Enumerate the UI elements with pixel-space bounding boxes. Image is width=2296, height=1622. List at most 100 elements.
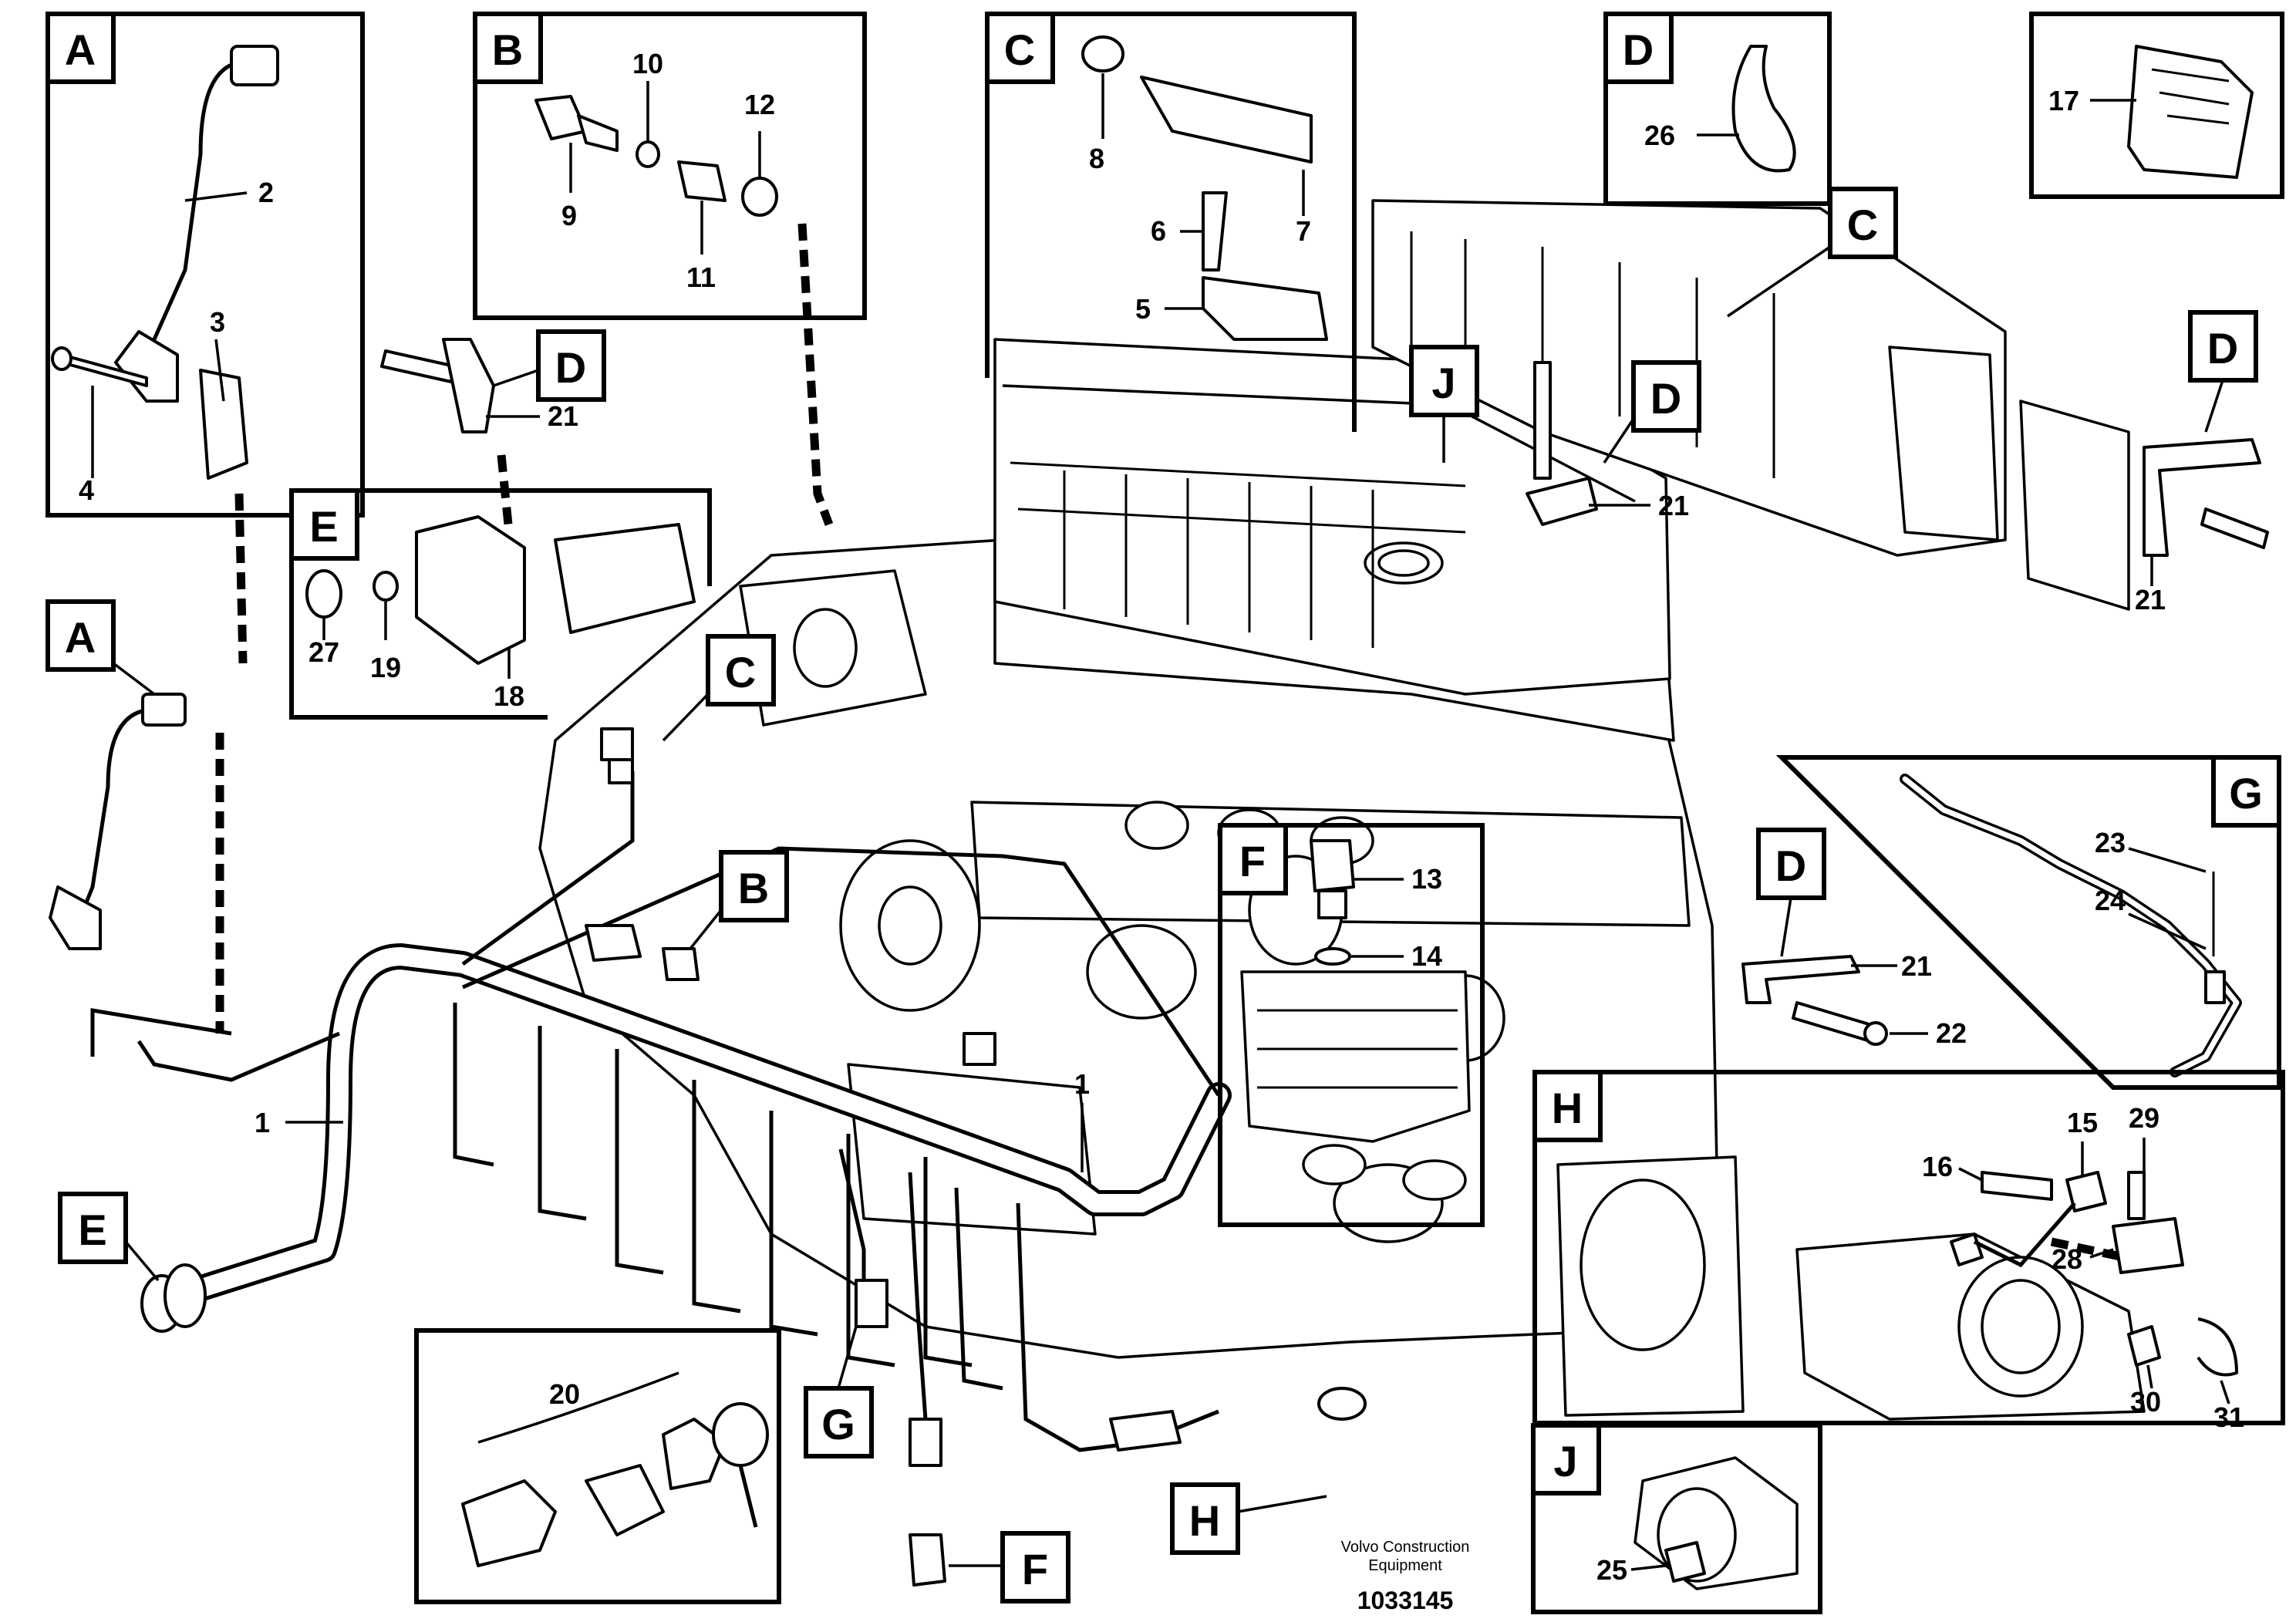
part-number-17: 17	[2048, 85, 2079, 116]
part-number-19: 19	[370, 652, 401, 683]
part-number-13: 13	[1411, 863, 1442, 895]
screw-6	[1202, 191, 1228, 271]
clip-30	[2127, 1325, 2161, 1367]
detail-box-17: 17	[2029, 12, 2284, 199]
part-number-1-left: 1	[255, 1107, 270, 1138]
box-d-letter-top: D	[1623, 25, 1654, 74]
bracket-21-right	[2143, 438, 2261, 557]
credit-line-2: Equipment	[1368, 1557, 1442, 1574]
box-h-letter: G	[2229, 769, 2263, 818]
part-number-26: 26	[1644, 120, 1675, 151]
part-number-6: 6	[1151, 215, 1166, 247]
box-c-letter: C	[1004, 25, 1035, 74]
box-d-letter-left: D	[555, 343, 586, 392]
credit-line-1: Volvo Construction	[1341, 1539, 1470, 1556]
part-number-11: 11	[686, 261, 716, 293]
detail-box-a: A 2 3 4	[46, 12, 365, 518]
detail-box-e: E 27 19 18	[289, 488, 712, 720]
part-number-12: 12	[744, 89, 775, 120]
pressure-sensor-5	[1202, 276, 1328, 341]
publisher-credit: Volvo Construction Equipment 1033145	[1341, 1539, 1470, 1614]
connector-plug	[461, 1479, 557, 1567]
detail-box-b: B 10 9 11 12	[473, 12, 867, 320]
screw-29	[2127, 1171, 2146, 1220]
box-g-letter: H	[1552, 1084, 1583, 1132]
part-number-8: 8	[1089, 143, 1104, 174]
box-b-letter-mid: B	[738, 864, 769, 912]
part-number-28: 28	[2052, 1243, 2082, 1275]
box-b-letter: B	[492, 25, 523, 74]
section-c-mid-callout: C	[662, 634, 776, 742]
part-number-5: 5	[1135, 293, 1151, 325]
box-d-letter-right: D	[2207, 324, 2238, 373]
box-c-letter-mid: C	[725, 648, 756, 696]
part-number-3: 3	[210, 306, 225, 338]
document-number: 1033145	[1357, 1587, 1454, 1614]
nut-19	[373, 571, 399, 602]
part-number-21-left: 21	[548, 400, 578, 432]
part-number-14: 14	[1411, 940, 1442, 972]
bracket-21-mid	[1526, 477, 1598, 526]
box-c-letter-manifold: C	[1847, 201, 1878, 249]
harness-label-1-centre: 1	[1074, 1068, 1090, 1172]
speed-sensor-connector	[230, 45, 279, 86]
sensor-bracket	[199, 369, 248, 480]
box-j-letter-bottom: J	[1553, 1437, 1577, 1485]
section-a-sensor-callout: A	[46, 599, 187, 950]
grommet-8	[1081, 35, 1124, 73]
block-28	[2112, 1217, 2184, 1274]
cable-tie-26	[1731, 45, 1796, 173]
connector-body	[585, 1464, 665, 1536]
sensor-a	[49, 885, 102, 950]
part-number-21-mid: 21	[1658, 490, 1689, 521]
detail-box-j: J 25	[1531, 1423, 1822, 1614]
part-number-24: 24	[2095, 885, 2126, 916]
bracket-7	[1140, 76, 1313, 164]
part-number-29: 29	[2129, 1102, 2159, 1134]
washer-12	[741, 177, 778, 217]
detail-box-d-top: D 26	[1603, 12, 1832, 206]
pressure-sensor-13	[1310, 839, 1355, 892]
detail-box-h: G 23 24	[1775, 755, 2281, 1090]
part-number-9: 9	[561, 200, 577, 231]
washer-10	[636, 140, 660, 168]
adapter-11	[677, 160, 727, 202]
control-unit-17	[2127, 45, 2254, 179]
speed-sensor	[114, 330, 179, 403]
box-f-letter-bottom: F	[1022, 1545, 1048, 1593]
gasket-plate	[554, 523, 696, 634]
box-a-letter-left: A	[65, 613, 96, 662]
bracket-18	[415, 515, 526, 665]
part-number-16: 16	[1922, 1151, 1953, 1182]
sensor-15	[2065, 1171, 2107, 1212]
section-j-and-d-callouts: J D 21	[1409, 345, 1701, 526]
part-number-4: 4	[79, 474, 94, 506]
cap-25	[1664, 1541, 1706, 1583]
bracket-21-left-callout: D 21	[380, 329, 606, 433]
cap-27	[305, 569, 342, 619]
part-number-25: 25	[1596, 1554, 1627, 1586]
box-h-letter-bottom: G	[821, 1400, 855, 1448]
box-d-letter-mid: D	[1650, 374, 1681, 423]
box-d-letter-lower: D	[1775, 841, 1806, 890]
main-wiring-harness	[90, 727, 1367, 1467]
seal-14	[1314, 947, 1351, 966]
bolt-21-mid	[1533, 361, 1552, 480]
part-number-30: 30	[2130, 1386, 2161, 1418]
part-number-21-right: 21	[2135, 584, 2166, 615]
section-d-right-callout: D 21 22	[1741, 828, 1967, 1049]
box-j-letter: J	[1431, 359, 1455, 407]
part-number-18: 18	[494, 680, 524, 712]
part-number-10: 10	[632, 48, 663, 79]
connector-socket	[662, 1418, 727, 1490]
box-e-letter-left: E	[78, 1206, 106, 1254]
box-f-letter: F	[1239, 837, 1266, 885]
sensor-f-bottom	[909, 1533, 946, 1587]
bracket-21-left	[442, 338, 495, 433]
part-number-31: 31	[2213, 1401, 2244, 1433]
part-number-20: 20	[549, 1378, 580, 1410]
part-number-7: 7	[1296, 215, 1311, 247]
section-b-mid-callout: B	[689, 850, 789, 950]
part-number-1-centre: 1	[1074, 1068, 1090, 1100]
